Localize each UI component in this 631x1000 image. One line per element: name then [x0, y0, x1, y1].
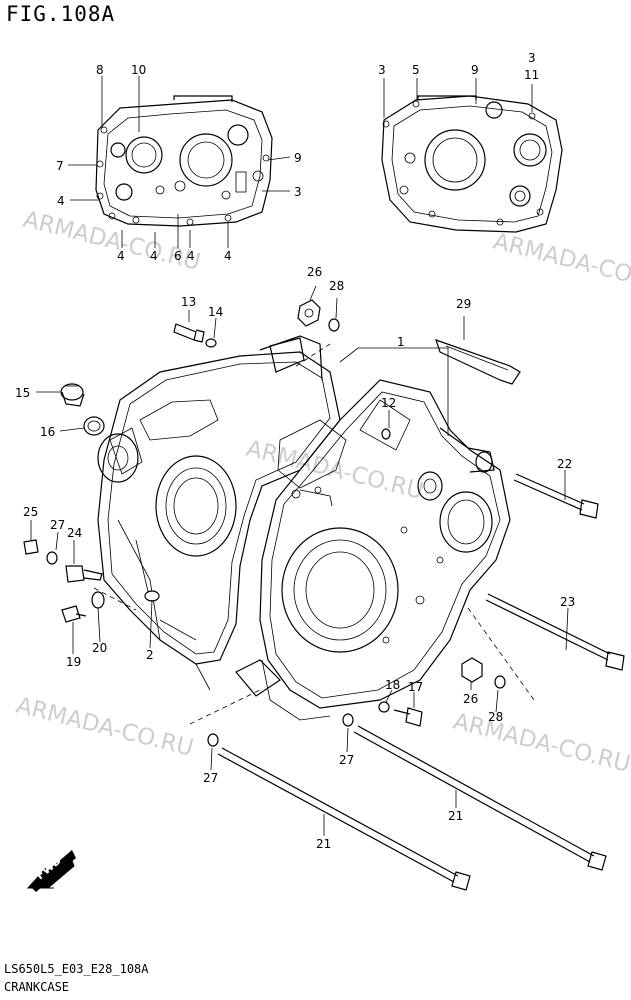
callout-11: 11: [524, 68, 539, 82]
callout-16: 16: [40, 425, 55, 439]
callout-9: 9: [471, 63, 479, 77]
crankcase-main-assembly: [97, 335, 511, 721]
figure-code: LS650L5_E03_E28_108A: [4, 962, 149, 976]
leader-lines: [30, 76, 569, 836]
callout-23: 23: [560, 595, 575, 609]
callout-20: 20: [92, 641, 107, 655]
callout-4: 4: [117, 249, 125, 263]
callout-25: 25: [23, 505, 38, 519]
watermark: ARMADA-CO.RU: [244, 436, 426, 505]
callout-4: 4: [57, 194, 65, 208]
callout-1: 1: [397, 335, 405, 349]
callout-24: 24: [67, 526, 82, 540]
callout-21: 21: [448, 809, 463, 823]
crankcase-right-half-thumbnail: [381, 95, 563, 233]
callout-7: 7: [56, 159, 64, 173]
callout-29: 29: [456, 297, 471, 311]
callout-17: 17: [408, 680, 423, 694]
figure-name: CRANKCASE: [4, 980, 70, 994]
callout-18: 18: [385, 678, 400, 692]
callout-3: 3: [528, 51, 536, 65]
watermarks: ARMADA-CO.RU ARMADA-CO.RU ARMADA-CO.RU A…: [14, 207, 631, 778]
callout-26: 26: [463, 692, 478, 706]
callout-13: 13: [181, 295, 196, 309]
callout-2: 2: [146, 648, 154, 662]
callout-22: 22: [557, 457, 572, 471]
callout-5: 5: [412, 63, 420, 77]
callout-28: 28: [488, 710, 503, 724]
callout-27: 27: [50, 518, 65, 532]
callout-9: 9: [294, 151, 302, 165]
callout-labels: 8 10 7 4 9 3 4 4 6 4 4 3 5 9 3 11 26 28 …: [15, 51, 575, 851]
callout-27: 27: [203, 771, 218, 785]
crankcase-left-half-thumbnail: [95, 95, 273, 227]
callout-3: 3: [378, 63, 386, 77]
watermark: ARMADA-CO.RU: [14, 693, 196, 762]
callout-21: 21: [316, 837, 331, 851]
callout-14: 14: [208, 305, 223, 319]
callout-4: 4: [224, 249, 232, 263]
callout-3: 3: [294, 185, 302, 199]
callout-15: 15: [15, 386, 30, 400]
small-parts: [23, 299, 625, 891]
callout-26: 26: [307, 265, 322, 279]
figure-title: FIG.108A: [6, 2, 116, 26]
callout-10: 10: [131, 63, 146, 77]
callout-12: 12: [381, 396, 396, 410]
callout-6: 6: [174, 249, 182, 263]
fwd-arrow: FWD: [26, 850, 76, 892]
callout-8: 8: [96, 63, 104, 77]
callout-19: 19: [66, 655, 81, 669]
callout-28: 28: [329, 279, 344, 293]
callout-27: 27: [339, 753, 354, 767]
callout-4: 4: [187, 249, 195, 263]
callout-4: 4: [150, 249, 158, 263]
watermark: ARMADA-CO.RU: [451, 709, 631, 778]
watermark: ARMADA-CO.RU: [491, 229, 631, 298]
